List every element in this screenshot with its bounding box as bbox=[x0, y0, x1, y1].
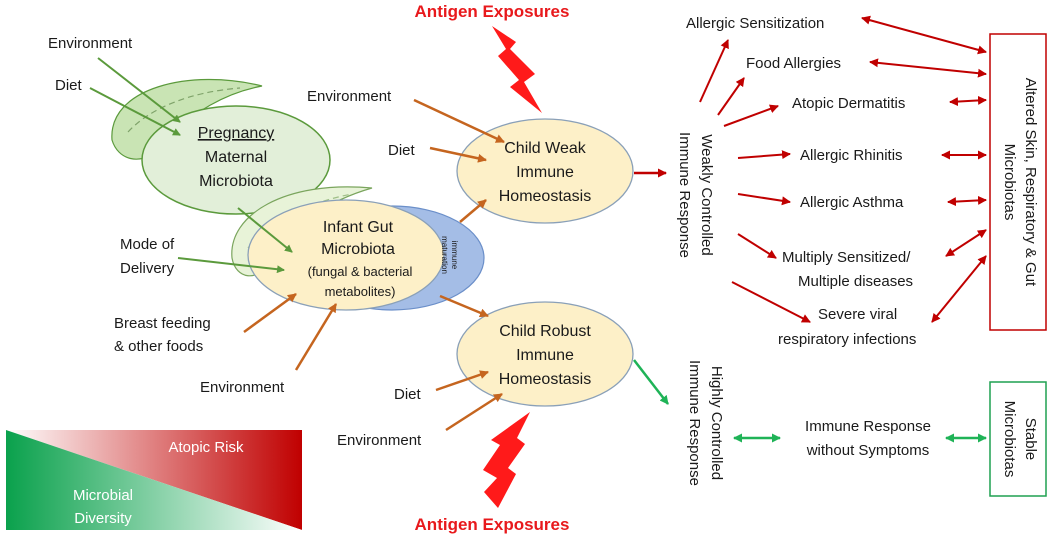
arrow-environment-to-weak bbox=[413, 98, 505, 144]
infant-gut-ellipse bbox=[247, 199, 445, 311]
mode-of-delivery-label-1: Mode of bbox=[120, 236, 175, 253]
arrow-maturation-to-weak bbox=[459, 199, 487, 223]
immune-maturation-label-2: maturation bbox=[440, 236, 449, 274]
child-weak-label: Child Weak bbox=[504, 140, 587, 157]
microbial-label: Microbial bbox=[73, 487, 133, 504]
lightning-bolt-bottom-icon bbox=[483, 412, 530, 508]
arrow-to-food-allergies bbox=[717, 77, 745, 116]
atopic-dermatitis-label: Atopic Dermatitis bbox=[792, 95, 905, 112]
arrow-diet-to-robust bbox=[435, 370, 489, 392]
arrow-delivery-to-infant bbox=[177, 257, 285, 274]
child-robust-label: Child Robust bbox=[499, 323, 591, 340]
child-robust-homeostasis-label: Homeostasis bbox=[499, 371, 591, 388]
pregnancy-ellipse bbox=[141, 105, 331, 215]
robust-immune-response-label: Immune Response bbox=[686, 360, 703, 486]
arrow-to-allergic-asthma bbox=[737, 193, 791, 206]
arrow-feeding-to-infant bbox=[243, 292, 297, 334]
multiply-sensitized-label-2: Multiple diseases bbox=[798, 273, 913, 290]
weak-environment-label: Environment bbox=[307, 88, 392, 105]
allergic-sensitization-label: Allergic Sensitization bbox=[686, 15, 824, 32]
child-weak-homeostasis-label: Homeostasis bbox=[499, 188, 591, 205]
severe-viral-label-2: respiratory infections bbox=[778, 331, 916, 348]
mode-of-delivery-label-2: Delivery bbox=[120, 260, 175, 277]
multiply-sensitized-label-1: Multiply Sensitized/ bbox=[782, 249, 911, 266]
arrow-severe-box bbox=[931, 255, 987, 323]
severe-viral-label-1: Severe viral bbox=[818, 306, 897, 323]
altered-microbiotas-label-2: Microbiotas bbox=[1001, 144, 1018, 221]
altered-microbiotas-label-1: Altered Skin, Respiratory & Gut bbox=[1022, 78, 1039, 287]
allergic-rhinitis-label: Allergic Rhinitis bbox=[800, 147, 903, 164]
child-weak-ellipse bbox=[456, 118, 634, 224]
weak-diet-label: Diet bbox=[388, 142, 416, 159]
arrow-to-allergic-rhinitis bbox=[737, 150, 791, 160]
infant-metabolites-label: metabolites) bbox=[325, 284, 396, 299]
arrow-asthma-box bbox=[947, 195, 987, 207]
arrow-infant-to-robust bbox=[439, 294, 489, 318]
pregnancy-microbiota-label: Microbiota bbox=[199, 173, 273, 190]
immune-response-no-symptoms-1: Immune Response bbox=[805, 418, 931, 435]
child-robust-immune-label: Immune bbox=[516, 347, 574, 364]
highly-controlled-label: Highly Controlled bbox=[708, 366, 725, 480]
atopic-risk-label: Atopic Risk bbox=[168, 439, 244, 456]
robust-environment-label: Environment bbox=[337, 432, 422, 449]
arrow-robust-to-response bbox=[633, 359, 669, 405]
infant-gut-label: Infant Gut bbox=[323, 219, 394, 236]
pregnancy-maternal-label: Maternal bbox=[205, 149, 267, 166]
arrow-diet-to-pregnancy bbox=[89, 87, 181, 136]
weak-immune-response-label: Immune Response bbox=[676, 132, 693, 258]
robust-diet-label: Diet bbox=[394, 386, 422, 403]
antigen-exposures-top: Antigen Exposures bbox=[415, 2, 570, 21]
arrow-to-multiply-sensitized bbox=[737, 233, 777, 259]
lightning-bolt-top-icon bbox=[492, 26, 542, 113]
arrow-to-sensitization bbox=[699, 39, 729, 103]
arrow-to-atopic-dermatitis bbox=[723, 104, 779, 127]
arrow-pregnancy-to-infant bbox=[237, 207, 293, 253]
pregnancy-leaf-vein bbox=[127, 87, 241, 133]
breast-feeding-label-2: & other foods bbox=[114, 338, 203, 355]
stable-microbiotas-label-2: Microbiotas bbox=[1001, 401, 1018, 478]
infant-fungal-label: (fungal & bacterial bbox=[308, 264, 413, 279]
microbial-diversity-triangle bbox=[6, 430, 302, 530]
arrow-to-severe-viral bbox=[731, 281, 811, 323]
child-robust-ellipse bbox=[456, 301, 634, 407]
arrow-multiply-box bbox=[945, 229, 987, 257]
weakly-controlled-label: Weakly Controlled bbox=[698, 134, 715, 255]
antigen-exposures-bottom: Antigen Exposures bbox=[415, 515, 570, 534]
child-weak-immune-label: Immune bbox=[516, 164, 574, 181]
food-allergies-label: Food Allergies bbox=[746, 55, 841, 72]
allergic-asthma-label: Allergic Asthma bbox=[800, 194, 904, 211]
pregnancy-environment-label: Environment bbox=[48, 35, 133, 52]
arrow-dermatitis-box bbox=[949, 95, 987, 107]
immune-maturation-label-1: immune bbox=[450, 241, 459, 270]
arrow-sensitization-box bbox=[861, 15, 987, 55]
pregnancy-diet-label: Diet bbox=[55, 77, 83, 94]
infant-microbiota-label: Microbiota bbox=[321, 241, 395, 258]
arrow-environment-to-pregnancy bbox=[97, 57, 181, 123]
diversity-label: Diversity bbox=[74, 510, 132, 527]
arrow-diet-to-weak bbox=[429, 146, 487, 163]
breast-feeding-label-1: Breast feeding bbox=[114, 315, 211, 332]
arrow-environment-to-infant bbox=[294, 303, 338, 371]
immune-response-no-symptoms-2: without Symptoms bbox=[806, 442, 930, 459]
pregnancy-label: Pregnancy bbox=[198, 125, 275, 142]
arrow-environment-to-robust bbox=[445, 392, 503, 432]
stable-microbiotas-label-1: Stable bbox=[1022, 418, 1039, 461]
altered-microbiotas-box bbox=[989, 33, 1047, 331]
stable-microbiotas-box bbox=[989, 381, 1047, 497]
arrow-food-box bbox=[869, 58, 987, 78]
infant-environment-label: Environment bbox=[200, 379, 285, 396]
